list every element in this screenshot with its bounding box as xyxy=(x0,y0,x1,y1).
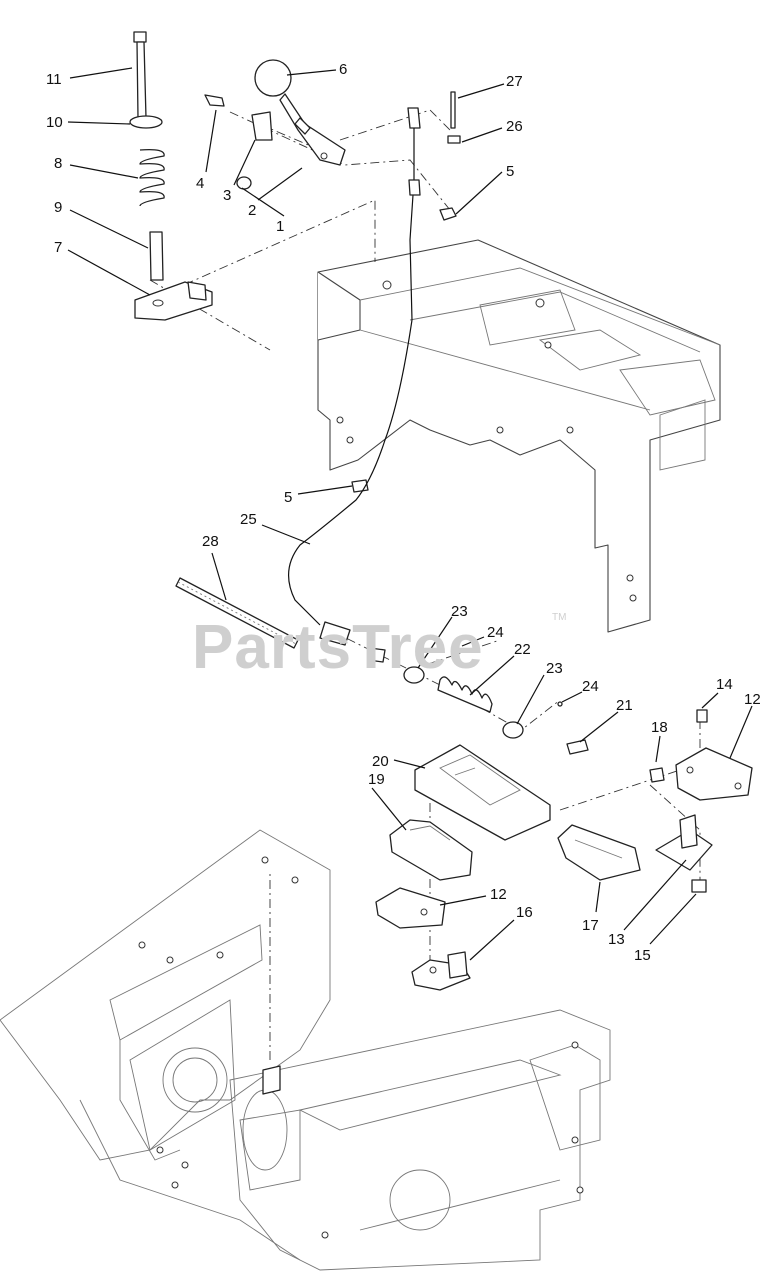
callout-24-a: 24 xyxy=(487,624,504,641)
part-21-bolt xyxy=(566,739,589,755)
part-12-plate-lower xyxy=(375,887,446,929)
part-26-clip xyxy=(447,135,461,144)
callout-23-a: 23 xyxy=(451,603,468,620)
part-28-threads xyxy=(177,581,297,645)
watermark-text: PartsTree xyxy=(192,613,484,682)
callout-9: 9 xyxy=(54,199,62,216)
watermark: PartsTree TM xyxy=(192,612,566,682)
callout-12-lower: 12 xyxy=(490,886,507,903)
part-23-bushing-a xyxy=(403,666,425,684)
part-13-bracket xyxy=(655,814,713,871)
part-18-bolt xyxy=(649,767,665,783)
lower-chassis-frame xyxy=(0,829,611,1271)
callout-22: 22 xyxy=(514,641,531,658)
callout-19: 19 xyxy=(368,771,385,788)
callout-5-lower: 5 xyxy=(284,489,292,506)
callout-2: 2 xyxy=(248,202,256,219)
part-9-spacer xyxy=(149,231,164,281)
part-15-nut xyxy=(691,879,707,893)
watermark-trademark: TM xyxy=(552,612,566,623)
callout-16: 16 xyxy=(516,904,533,921)
callout-27: 27 xyxy=(506,73,523,90)
callout-7: 7 xyxy=(54,239,62,256)
part-8-spring xyxy=(139,148,165,207)
callout-12-right: 12 xyxy=(744,691,761,708)
callout-11: 11 xyxy=(46,71,62,88)
part-6-knob-and-lever xyxy=(254,59,346,166)
callout-14: 14 xyxy=(716,676,733,693)
part-24-pin-b xyxy=(557,701,563,707)
callout-17: 17 xyxy=(582,917,599,934)
callout-25: 25 xyxy=(240,511,257,528)
part-19-bracket xyxy=(389,819,473,881)
callout-23-b: 23 xyxy=(546,660,563,677)
part-cable-upper xyxy=(407,107,421,321)
part-4-bolt xyxy=(204,94,225,107)
callout-leader-lines xyxy=(67,67,753,961)
part-11-bolt xyxy=(133,31,147,119)
part-20-bracket xyxy=(414,744,551,841)
callout-labels: 11 10 8 9 7 4 3 2 1 6 27 26 5 5 25 28 23… xyxy=(46,61,761,964)
part-23-bushing-b xyxy=(502,721,524,739)
part-5-nut-upper xyxy=(439,207,457,221)
part-16-bracket xyxy=(411,951,471,991)
callout-4: 4 xyxy=(196,175,204,192)
part-24-pin-a xyxy=(453,645,459,651)
part-27-pin xyxy=(450,91,456,129)
part-12-plate-right xyxy=(675,747,753,801)
part-22-spring xyxy=(437,676,493,713)
upper-chassis-frame xyxy=(317,239,721,633)
cable-end-fitting xyxy=(319,621,351,646)
callout-5-upper: 5 xyxy=(506,163,514,180)
part-1-nut xyxy=(236,176,252,190)
callout-3: 3 xyxy=(223,187,231,204)
callout-21: 21 xyxy=(616,697,633,714)
callout-10: 10 xyxy=(46,114,63,131)
cable-nut xyxy=(367,647,386,663)
callout-20: 20 xyxy=(372,753,389,770)
callout-15: 15 xyxy=(634,947,651,964)
callout-18: 18 xyxy=(651,719,668,736)
part-17-cover xyxy=(557,824,641,881)
callout-13: 13 xyxy=(608,931,625,948)
callout-1: 1 xyxy=(276,218,284,235)
part-7-bracket xyxy=(134,281,213,321)
callout-26: 26 xyxy=(506,118,523,135)
callout-6: 6 xyxy=(339,61,347,78)
part-10-washer xyxy=(129,115,163,129)
part-14-bolt xyxy=(696,709,708,723)
callout-8: 8 xyxy=(54,155,62,172)
callout-28: 28 xyxy=(202,533,219,550)
part-25-cable xyxy=(288,319,413,626)
part-3-plate xyxy=(251,111,273,141)
callout-24-b: 24 xyxy=(582,678,599,695)
